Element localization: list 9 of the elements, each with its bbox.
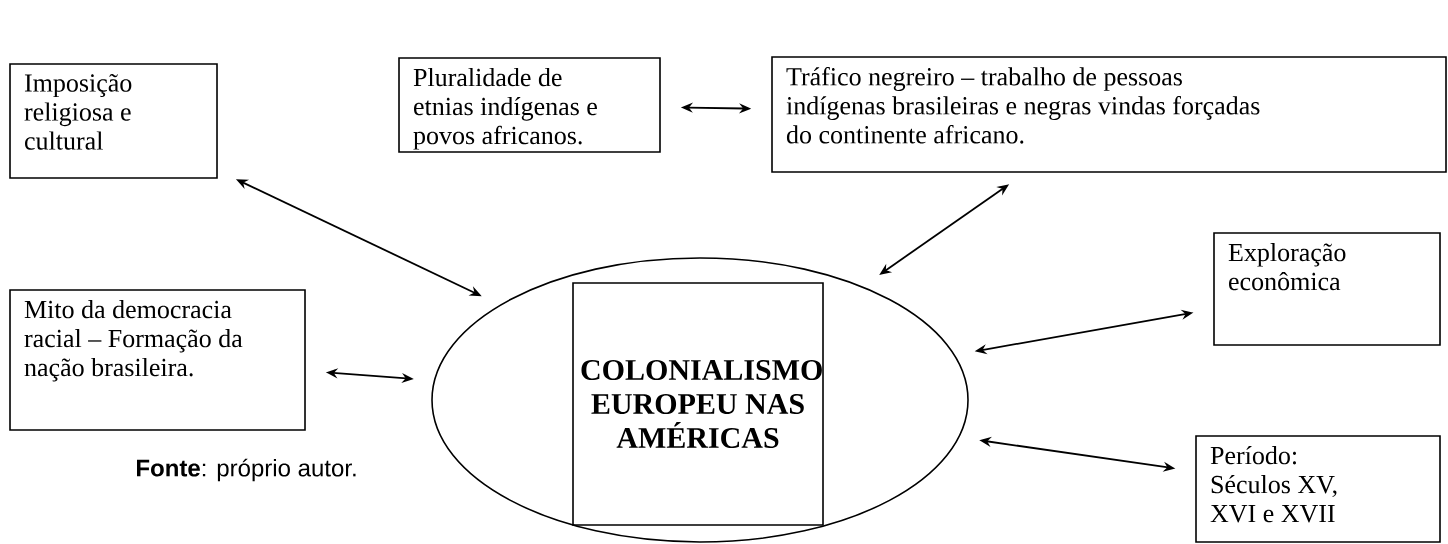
text-box: Exploração econômica bbox=[1213, 232, 1441, 346]
title-box: COLONIALISMO EUROPEU NAS AMÉRICAS bbox=[572, 282, 824, 526]
text-box: Imposição religiosa e cultural bbox=[9, 63, 218, 179]
text-box: Período: Séculos XV, XVI e XVII bbox=[1195, 435, 1441, 543]
source-note: Fonte: próprio autor. bbox=[137, 458, 356, 482]
text-box: Mito da democracia racial – Formação da nação brasileira. bbox=[9, 289, 306, 431]
ellipse-shape bbox=[431, 257, 969, 543]
text-box: Tráfico negreiro – trabalho de pessoas indígenas brasileiras e negras vindas forçadas do continente africano. bbox=[771, 56, 1447, 173]
text-box: Pluralidade de etnias indígenas e povos africanos. bbox=[398, 57, 661, 153]
